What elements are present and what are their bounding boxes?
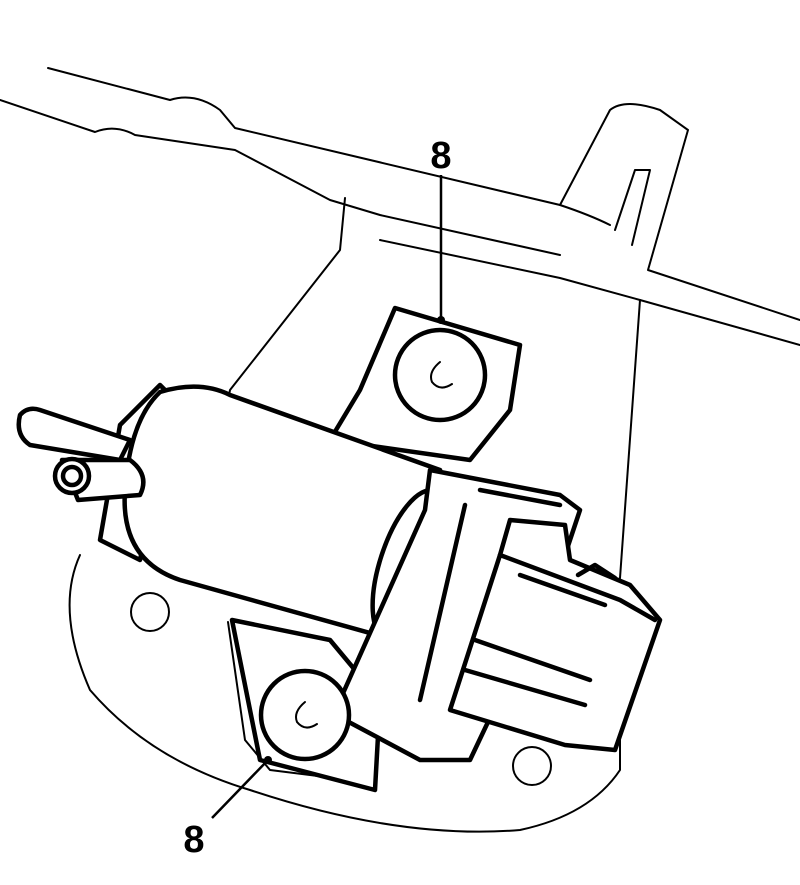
body-panel xyxy=(0,67,800,833)
lower-mounting-bolt xyxy=(258,668,352,762)
callout-upper: 8 xyxy=(430,135,452,324)
callout-upper-label: 8 xyxy=(430,135,451,177)
callout-lower: 8 xyxy=(183,756,272,861)
callout-lower-label: 8 xyxy=(183,819,204,861)
upper-mounting-bolt xyxy=(392,327,488,423)
